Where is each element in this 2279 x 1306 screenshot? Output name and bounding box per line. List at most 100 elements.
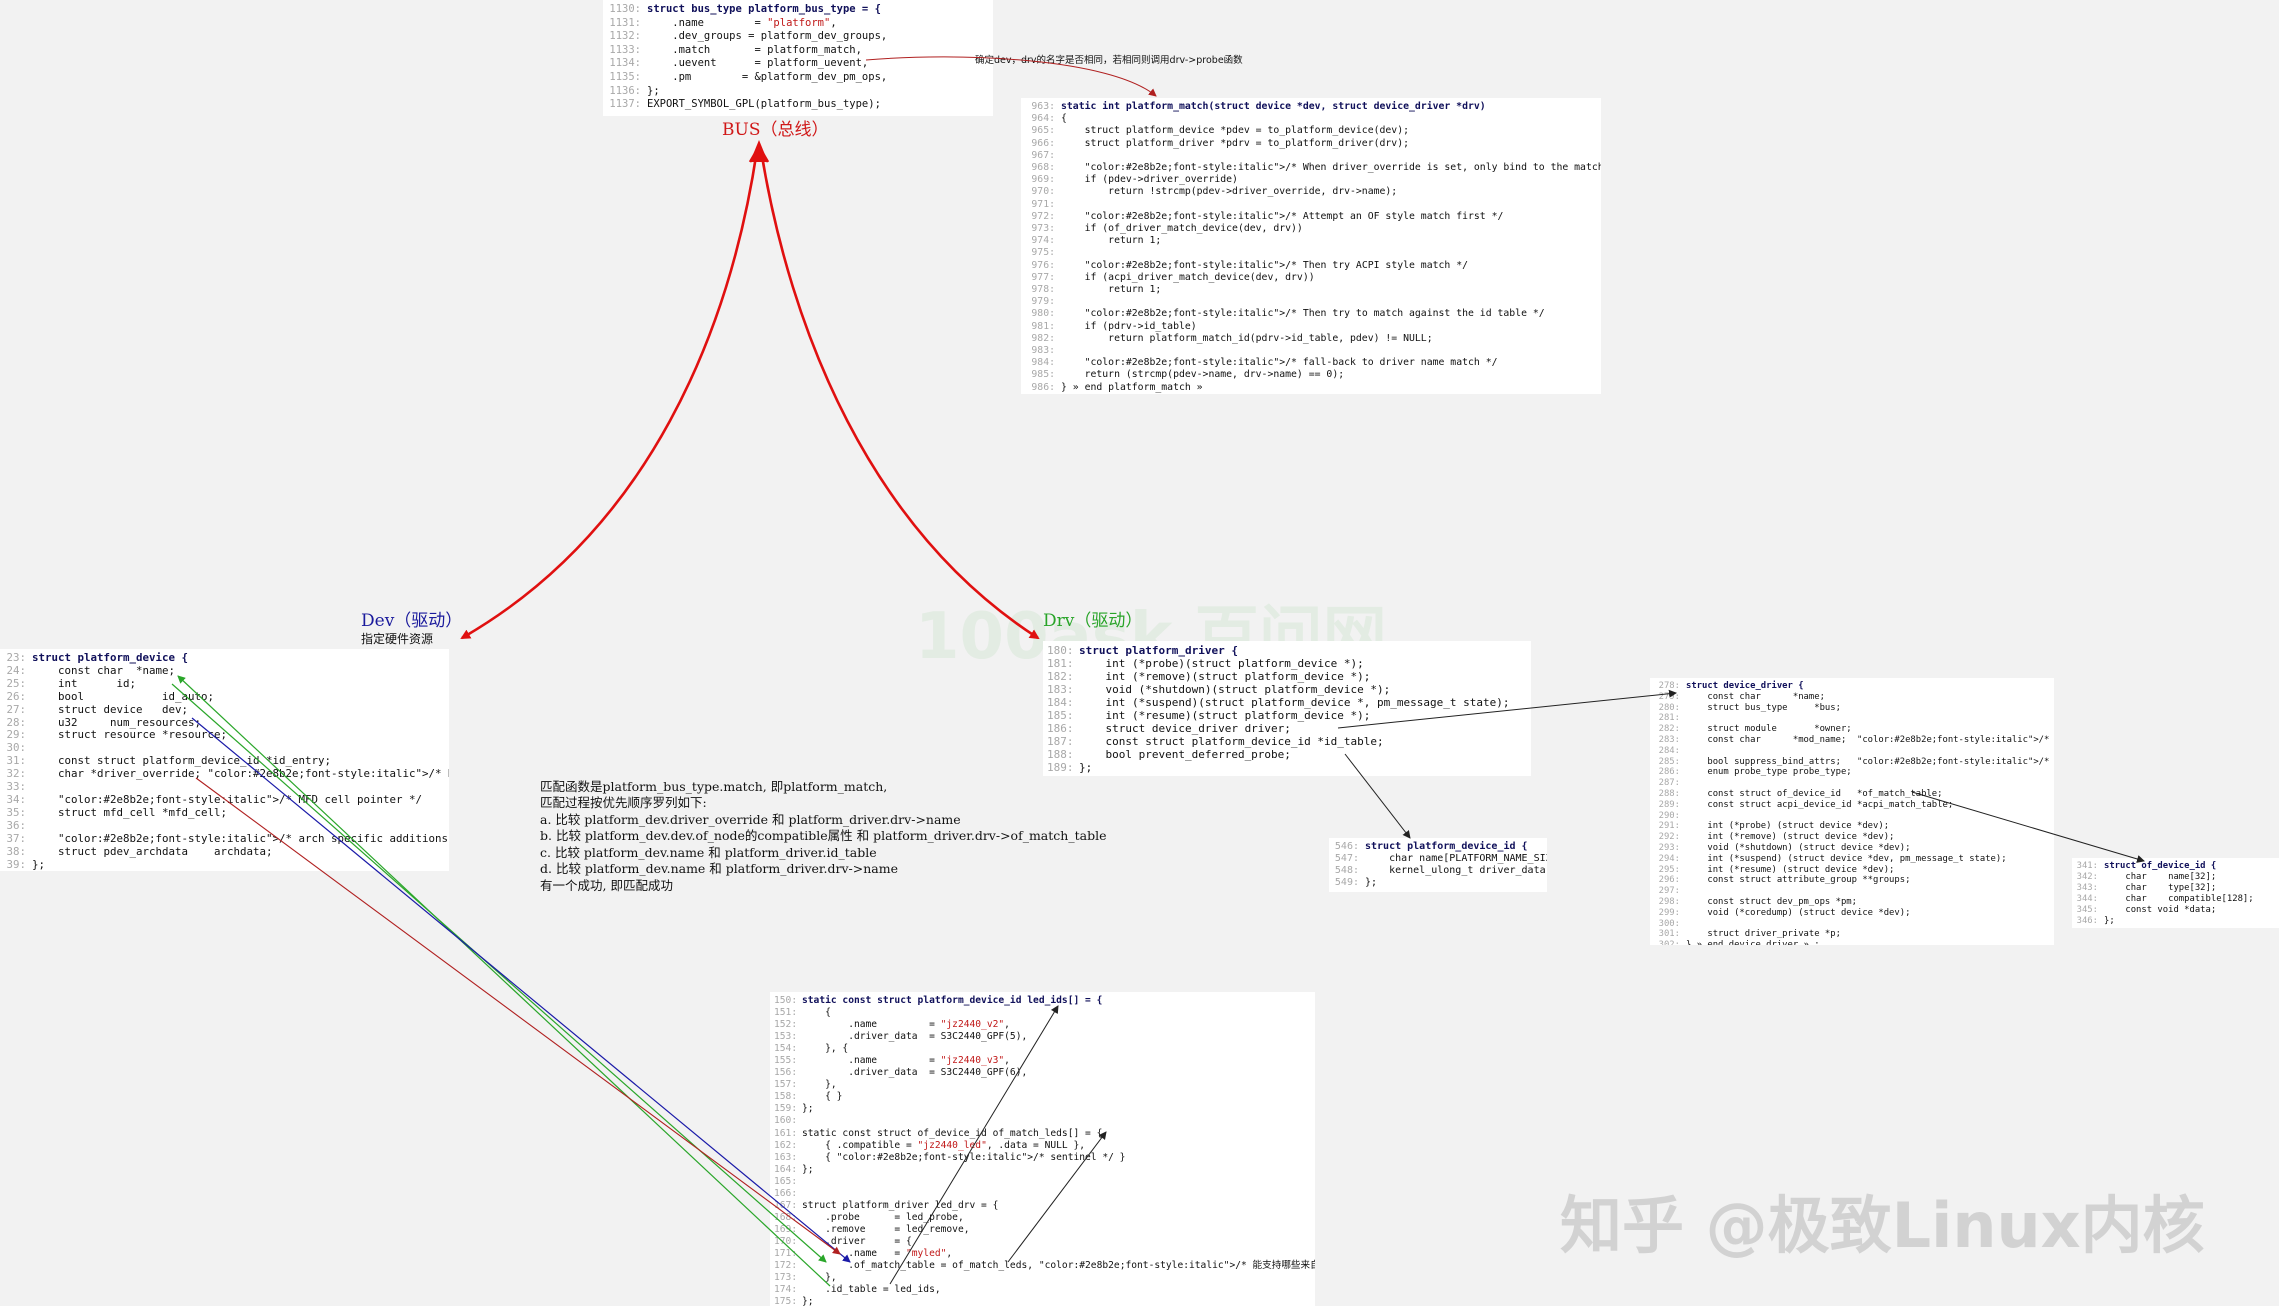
bus-label: BUS（总线） — [722, 120, 829, 140]
code-line: 31: const struct platform_device_id *id_… — [4, 754, 443, 768]
line-number: 25: — [6, 676, 26, 690]
code-text: }; — [647, 84, 660, 97]
line-number: 964: — [1031, 113, 1055, 125]
code-line: 1136:}; — [607, 85, 987, 99]
code-text: .driver = { — [802, 1235, 912, 1247]
line-number: 170: — [774, 1235, 798, 1247]
code-text: .name = "jz2440_v3", — [802, 1055, 1010, 1067]
line-number: 34: — [6, 792, 26, 806]
line-number: 189: — [1047, 761, 1074, 774]
code-text: } » end platform_match » — [1061, 381, 1203, 393]
match-note: 确定dev，drv的名字是否相同，若相同则调用drv->probe函数 — [975, 55, 1243, 66]
line-number: 29: — [6, 728, 26, 742]
code-text: { } — [802, 1091, 843, 1103]
line-number: 278: — [1658, 681, 1680, 691]
code-line: 187: const struct platform_device_id *id… — [1047, 735, 1525, 748]
code-text: .match = platform_match, — [647, 43, 862, 56]
code-line: 290: — [1654, 811, 2048, 822]
line-number: 155: — [774, 1055, 798, 1067]
code-text: int (*suspend)(struct platform_device *,… — [1079, 696, 1510, 709]
line-number: 37: — [6, 831, 26, 845]
line-number: 157: — [774, 1079, 798, 1091]
code-text: { "color:#2e8b2e;font-style:italic">/* s… — [802, 1151, 1126, 1163]
code-line: 186: struct device_driver driver; — [1047, 722, 1525, 735]
code-line: 294: int (*suspend) (struct device *dev,… — [1654, 854, 2048, 865]
code-line: 983: — [1025, 345, 1595, 357]
line-number: 175: — [774, 1296, 798, 1306]
code-line: 38: struct pdev_archdata archdata; — [4, 844, 443, 859]
code-text: }; — [802, 1163, 814, 1175]
code-text: "color:#2e8b2e;font-style:italic">/* fal… — [1084, 357, 1498, 369]
line-number: 164: — [774, 1163, 798, 1175]
line-number: 1132: — [609, 30, 641, 43]
code-text: const struct attribute_group **groups; — [1686, 875, 1911, 886]
code-text: struct module *owner; — [1686, 724, 1852, 735]
ofmatch-to-of-device-id-arrow — [1911, 791, 2145, 863]
line-number: 150: — [774, 995, 798, 1006]
code-line: 183: void (*shutdown)(struct platform_de… — [1047, 683, 1525, 696]
line-number: 1133: — [609, 43, 641, 56]
code-line: 546:struct platform_device_id { — [1333, 841, 1541, 853]
code-text: u32 num_resources; — [32, 715, 202, 729]
code-text: void (*shutdown) (struct device *dev); — [1686, 842, 1911, 853]
line-number: 299: — [1658, 907, 1680, 918]
line-number: 977: — [1031, 271, 1055, 283]
code-line: 299: void (*coredump) (struct device *de… — [1654, 908, 2048, 919]
code-line: 986:} » end platform_match » — [1025, 382, 1595, 394]
code-line: 297: — [1654, 886, 2048, 897]
line-number: 982: — [1031, 332, 1055, 344]
line-number: 547: — [1334, 853, 1359, 864]
bus-type-code: 1130:struct bus_type platform_bus_type =… — [603, 0, 993, 116]
line-number: 161: — [774, 1127, 798, 1139]
code-line: 291: int (*probe) (struct device *dev); — [1654, 821, 2048, 832]
ofmatch-to-table-arrow — [1007, 1131, 1107, 1263]
code-line: 282: struct module *owner; — [1654, 724, 2048, 735]
code-text: static const struct platform_device_id l… — [802, 995, 1103, 1006]
code-line: 23:struct platform_device { — [4, 651, 443, 665]
code-text: .dev_groups = platform_dev_groups, — [647, 30, 888, 43]
line-number: 290: — [1658, 810, 1680, 821]
line-number: 291: — [1658, 821, 1680, 832]
code-text: const struct acpi_device_id *acpi_match_… — [1686, 799, 1954, 810]
code-text: struct pdev_archdata archdata; — [32, 844, 273, 858]
code-text: struct platform_device_id { — [1365, 841, 1528, 852]
code-text: char compatible[128]; — [2104, 894, 2254, 904]
code-line: 1132: .dev_groups = platform_dev_groups, — [607, 30, 987, 44]
line-number: 182: — [1047, 670, 1074, 683]
code-line: 343: char type[32]; — [2076, 883, 2273, 894]
line-number: 1130: — [609, 3, 641, 15]
code-line: 975: — [1025, 247, 1595, 259]
code-line: 169: .remove = led_remove, — [774, 1224, 1309, 1236]
line-number: 293: — [1658, 842, 1680, 853]
line-number: 33: — [6, 780, 26, 794]
code-text: }; — [32, 857, 46, 871]
line-number: 295: — [1658, 864, 1680, 875]
code-line: 293: void (*shutdown) (struct device *de… — [1654, 843, 2048, 854]
code-text: const struct platform_device_id *id_tabl… — [1079, 735, 1384, 748]
code-line: 175:}; — [774, 1296, 1309, 1306]
code-line: 965: struct platform_device *pdev = to_p… — [1025, 125, 1595, 137]
code-text: struct driver_private *p; — [1686, 929, 1841, 940]
code-line: 1130:struct bus_type platform_bus_type =… — [607, 3, 987, 17]
line-number: 300: — [1658, 918, 1680, 929]
line-number: 345: — [2076, 905, 2098, 915]
code-line: 174: .id_table = led_ids, — [774, 1284, 1309, 1296]
line-number: 343: — [2076, 883, 2098, 893]
code-line: 286: enum probe_type probe_type; — [1654, 767, 2048, 778]
line-number: 342: — [2076, 872, 2098, 882]
line-number: 967: — [1031, 149, 1055, 161]
code-text: const struct dev_pm_ops *pm; — [1686, 896, 1857, 907]
code-line: 985: return (strcmp(pdev->name, drv->nam… — [1025, 369, 1595, 381]
line-number: 978: — [1031, 284, 1055, 296]
line-number: 166: — [774, 1187, 798, 1199]
line-number: 344: — [2076, 894, 2098, 904]
code-line: 980: "color:#2e8b2e;font-style:italic">/… — [1025, 308, 1595, 320]
code-line: 185: int (*resume)(struct platform_devic… — [1047, 709, 1525, 722]
code-line: 150: static const struct platform_device_… — [774, 995, 1309, 1007]
code-line: 976: "color:#2e8b2e;font-style:italic">/… — [1025, 260, 1595, 272]
code-text: int (*probe) (struct device *dev); — [1686, 821, 1890, 832]
line-number: 32: — [6, 767, 26, 781]
line-number: 281: — [1658, 713, 1680, 724]
code-text: void (*shutdown)(struct platform_device … — [1079, 683, 1391, 696]
code-text: int id; — [32, 676, 137, 690]
